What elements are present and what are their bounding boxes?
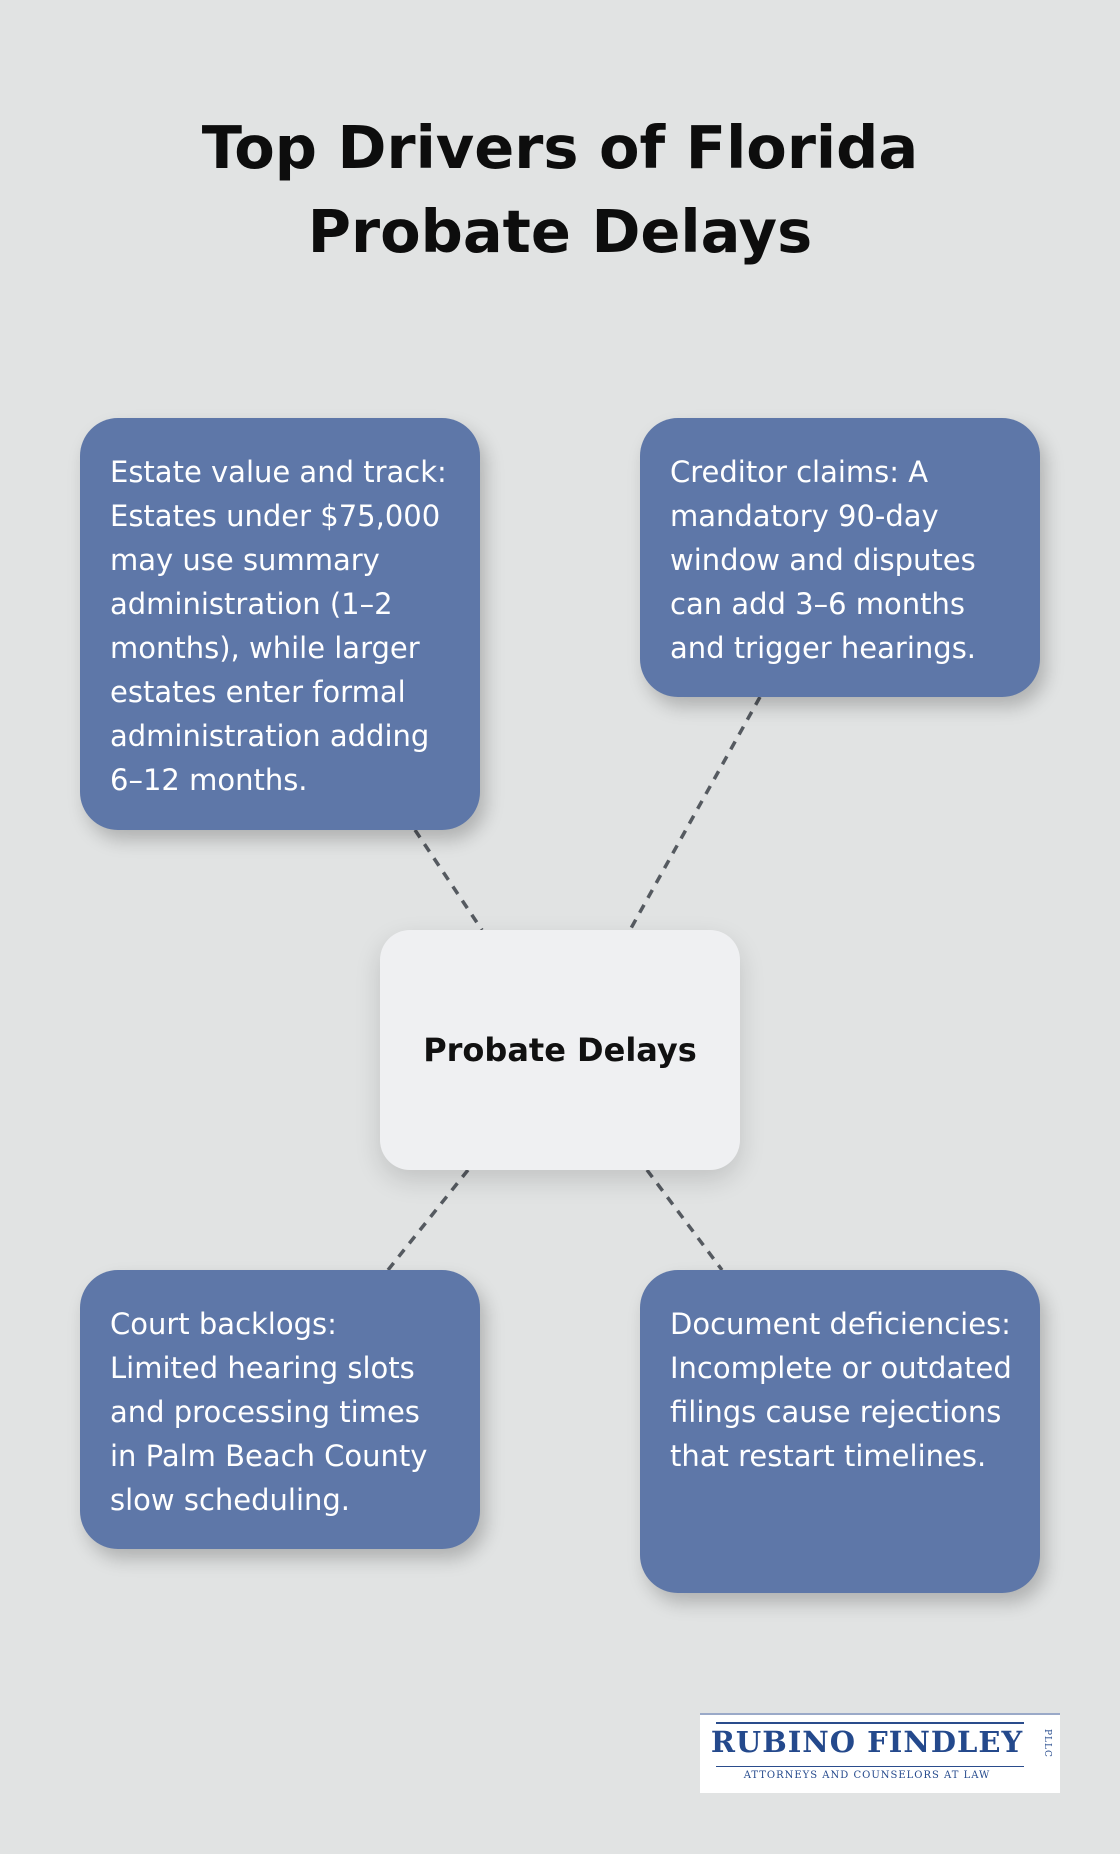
driver-court-backlogs: Court backlogs: Limited hearing slots an…	[80, 1270, 480, 1549]
logo-rule-bottom	[716, 1766, 1024, 1767]
logo-suffix: PLLC	[1042, 1729, 1052, 1758]
driver-text: Court backlogs: Limited hearing slots an…	[110, 1307, 428, 1517]
connector-bottom-left	[386, 1168, 470, 1272]
diagram-title: Top Drivers of Florida Probate Delays	[201, 113, 919, 266]
logo-rule-top	[716, 1722, 1024, 1724]
connector-top-left	[413, 829, 484, 931]
firm-logo: RUBINO FINDLEY ATTORNEYS AND COUNSELORS …	[700, 1713, 1060, 1793]
driver-creditor-claims: Creditor claims: A mandatory 90-day wind…	[640, 418, 1040, 697]
connector-top-right	[628, 696, 762, 931]
driver-document-deficiencies: Document deficiencies: Incomplete or out…	[640, 1270, 1040, 1593]
driver-text: Document deficiencies: Incomplete or out…	[670, 1307, 1012, 1473]
logo-tagline: ATTORNEYS AND COUNSELORS AT LAW	[743, 1770, 991, 1781]
driver-text: Estate value and track: Estates under $7…	[110, 455, 447, 797]
logo-name: RUBINO FINDLEY	[710, 1725, 1024, 1759]
center-node: Probate Delays	[380, 930, 740, 1170]
center-label: Probate Delays	[423, 1031, 697, 1069]
driver-estate-value: Estate value and track: Estates under $7…	[80, 418, 480, 830]
connector-bottom-right	[645, 1168, 724, 1272]
driver-text: Creditor claims: A mandatory 90-day wind…	[670, 455, 977, 665]
